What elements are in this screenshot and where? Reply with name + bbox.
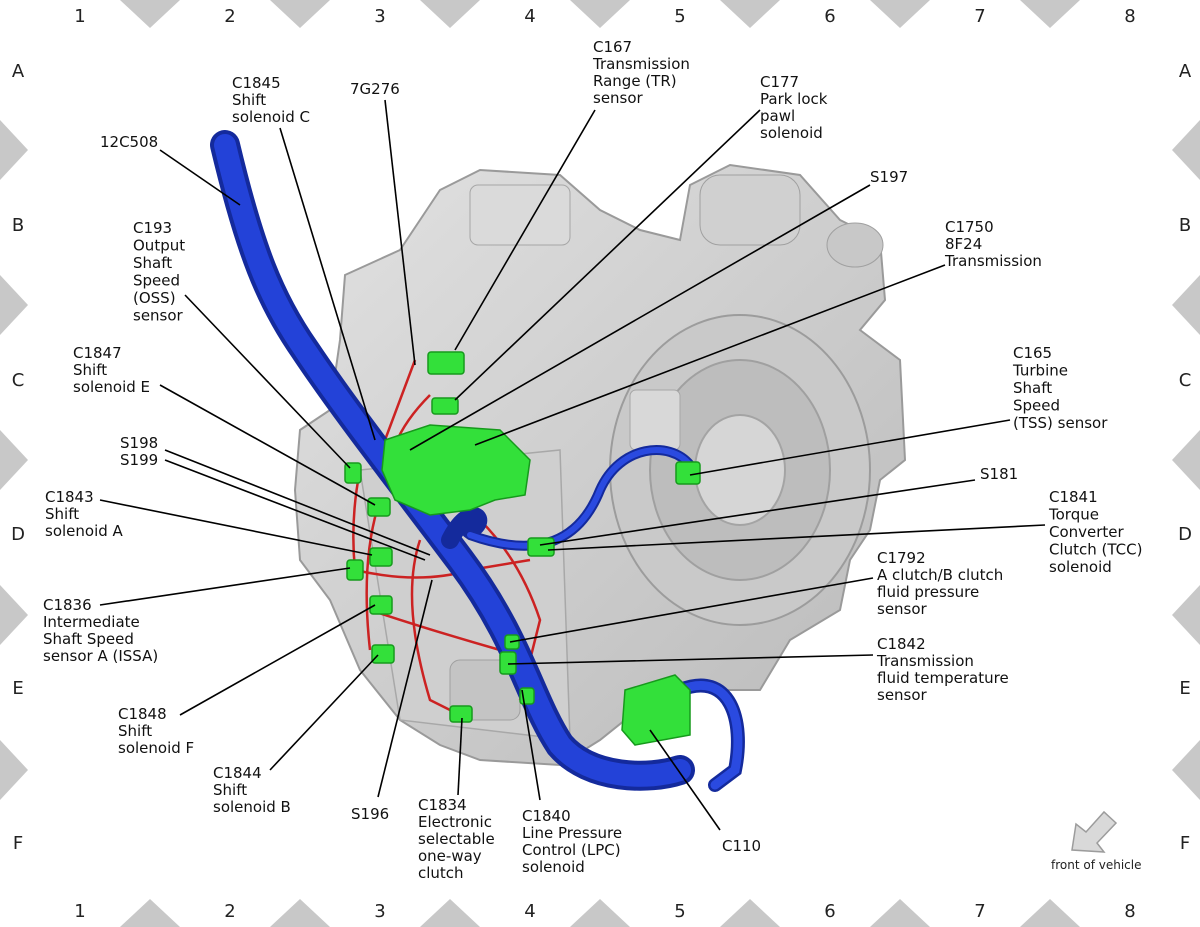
svg-text:5: 5 xyxy=(674,901,685,922)
grid-column-labels-top: 1 2 3 4 5 6 7 8 xyxy=(74,6,1135,27)
svg-text:E: E xyxy=(1179,678,1190,699)
svg-text:4: 4 xyxy=(524,6,535,27)
label-s197: S197 xyxy=(870,168,908,186)
svg-text:2: 2 xyxy=(224,6,235,27)
grid-row-labels-left: A B C D E F xyxy=(11,61,25,854)
svg-text:C: C xyxy=(12,370,25,391)
label-s196: S196 xyxy=(351,805,389,823)
front-of-vehicle-arrow-icon xyxy=(1071,810,1118,853)
svg-text:D: D xyxy=(1178,524,1192,545)
svg-text:8: 8 xyxy=(1124,901,1135,922)
svg-text:A: A xyxy=(12,61,25,82)
svg-text:F: F xyxy=(13,833,23,854)
svg-text:D: D xyxy=(11,524,25,545)
svg-text:C: C xyxy=(1179,370,1192,391)
svg-text:6: 6 xyxy=(824,901,835,922)
leader-lines xyxy=(99,99,1046,831)
svg-text:2: 2 xyxy=(224,901,235,922)
label-12c508: 12C508 xyxy=(100,133,158,151)
grid-column-labels-bottom: 1 2 3 4 5 6 7 8 xyxy=(74,901,1135,922)
svg-text:6: 6 xyxy=(824,6,835,27)
svg-text:3: 3 xyxy=(374,901,385,922)
svg-text:B: B xyxy=(12,215,24,236)
svg-text:B: B xyxy=(1179,215,1191,236)
label-7g276: 7G276 xyxy=(350,80,400,98)
label-c110: C110 xyxy=(722,837,761,855)
main-harness xyxy=(210,130,745,792)
svg-text:A: A xyxy=(1179,61,1192,82)
connectors xyxy=(344,351,701,746)
svg-text:F: F xyxy=(1180,833,1190,854)
svg-text:7: 7 xyxy=(974,6,985,27)
label-s181: S181 xyxy=(980,465,1018,483)
svg-text:1: 1 xyxy=(74,6,85,27)
svg-text:E: E xyxy=(12,678,23,699)
svg-text:1: 1 xyxy=(74,901,85,922)
transmission-housing xyxy=(293,163,907,767)
front-of-vehicle-label: front of vehicle xyxy=(1051,858,1141,872)
grid-row-labels-right: A B C D E F xyxy=(1178,61,1192,854)
svg-text:5: 5 xyxy=(674,6,685,27)
svg-text:4: 4 xyxy=(524,901,535,922)
svg-text:7: 7 xyxy=(974,901,985,922)
svg-text:3: 3 xyxy=(374,6,385,27)
svg-text:8: 8 xyxy=(1124,6,1135,27)
